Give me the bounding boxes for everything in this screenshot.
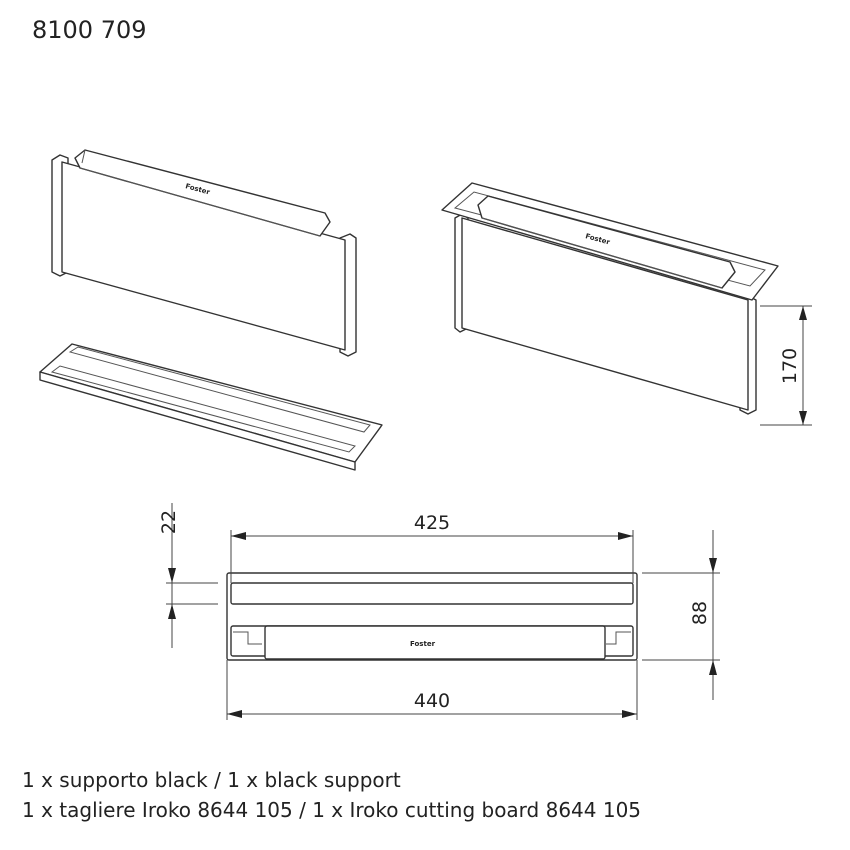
logo-foster: Foster [410,640,436,648]
assembled-view: Foster 170 [441,182,812,426]
dimension-width-outer: 440 [414,690,450,712]
exploded-cutting-board: Foster [51,149,357,357]
dimension-slot-height: 22 [158,510,180,534]
caption-line-2: 1 x tagliere Iroko 8644 105 / 1 x Iroko … [22,798,642,822]
dimension-height: 170 [779,348,801,384]
product-code: 8100 709 [32,16,147,44]
dimension-width-inner: 425 [414,512,450,534]
dimension-depth: 88 [689,601,711,625]
front-view: Foster 425 440 22 88 [158,503,720,720]
caption-line-1: 1 x supporto black / 1 x black support [22,768,401,792]
exploded-support-tray [39,343,383,471]
